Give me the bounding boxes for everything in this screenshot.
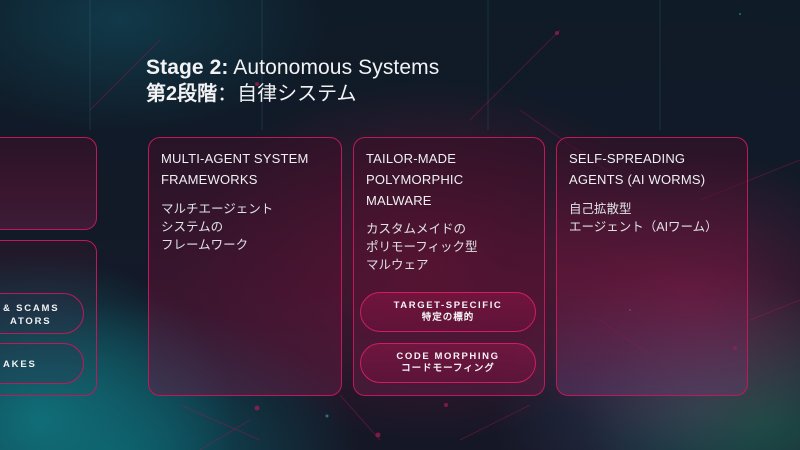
pill-code-morphing[interactable]: CODE MORPHING コードモーフィング xyxy=(360,343,536,383)
left-partial-card-top xyxy=(0,137,97,230)
stage-name: Autonomous Systems xyxy=(233,56,440,79)
left-pill-scams[interactable]: & SCAMS ATORS xyxy=(0,293,84,334)
left-pill-fakes[interactable]: AKES xyxy=(0,343,84,384)
pill-jp-label: コードモーフィング xyxy=(401,363,495,374)
card-title: MULTI-AGENT SYSTEM FRAMEWORKS xyxy=(161,151,309,187)
slide-title: Stage 2: Autonomous Systems 第2段階：自律システム xyxy=(146,55,439,107)
pill-jp-label: 特定の標的 xyxy=(421,312,475,323)
card-subtitle-jp: マルチエージェント システムの フレームワーク xyxy=(161,202,274,252)
jp-stage-label: 第2段階 xyxy=(146,83,218,105)
title-english: Stage 2: Autonomous Systems xyxy=(146,55,439,81)
pill-target-specific[interactable]: TARGET-SPECIFIC 特定の標的 xyxy=(360,292,536,332)
stage-label: Stage 2: xyxy=(146,56,229,79)
left-pill-scams-line1: & SCAMS xyxy=(3,303,60,314)
card-subtitle-jp: 自己拡散型 エージェント（AIワーム） xyxy=(569,202,718,234)
card-subtitle-jp: カスタムメイドの ポリモーフィック型 マルウェア xyxy=(366,222,478,272)
left-pill-fakes-label: AKES xyxy=(3,359,37,370)
pill-en-label: TARGET-SPECIFIC xyxy=(393,300,503,311)
left-pill-scams-line2: ATORS xyxy=(10,316,52,327)
pill-en-label: CODE MORPHING xyxy=(396,351,500,362)
jp-separator: ： xyxy=(217,83,238,105)
card-title: SELF-SPREADING AGENTS (AI WORMS) xyxy=(569,151,706,187)
card-self-spreading-agents[interactable]: SELF-SPREADING AGENTS (AI WORMS) 自己拡散型 エ… xyxy=(556,137,748,396)
card-polymorphic-malware[interactable]: TAILOR-MADE POLYMORPHIC MALWARE カスタムメイドの… xyxy=(353,137,545,396)
title-japanese: 第2段階：自律システム xyxy=(146,81,439,107)
card-title: TAILOR-MADE POLYMORPHIC MALWARE xyxy=(366,151,464,208)
card-multi-agent-frameworks[interactable]: MULTI-AGENT SYSTEM FRAMEWORKS マルチエージェント … xyxy=(148,137,342,396)
jp-stage-name: 自律システム xyxy=(237,83,357,105)
